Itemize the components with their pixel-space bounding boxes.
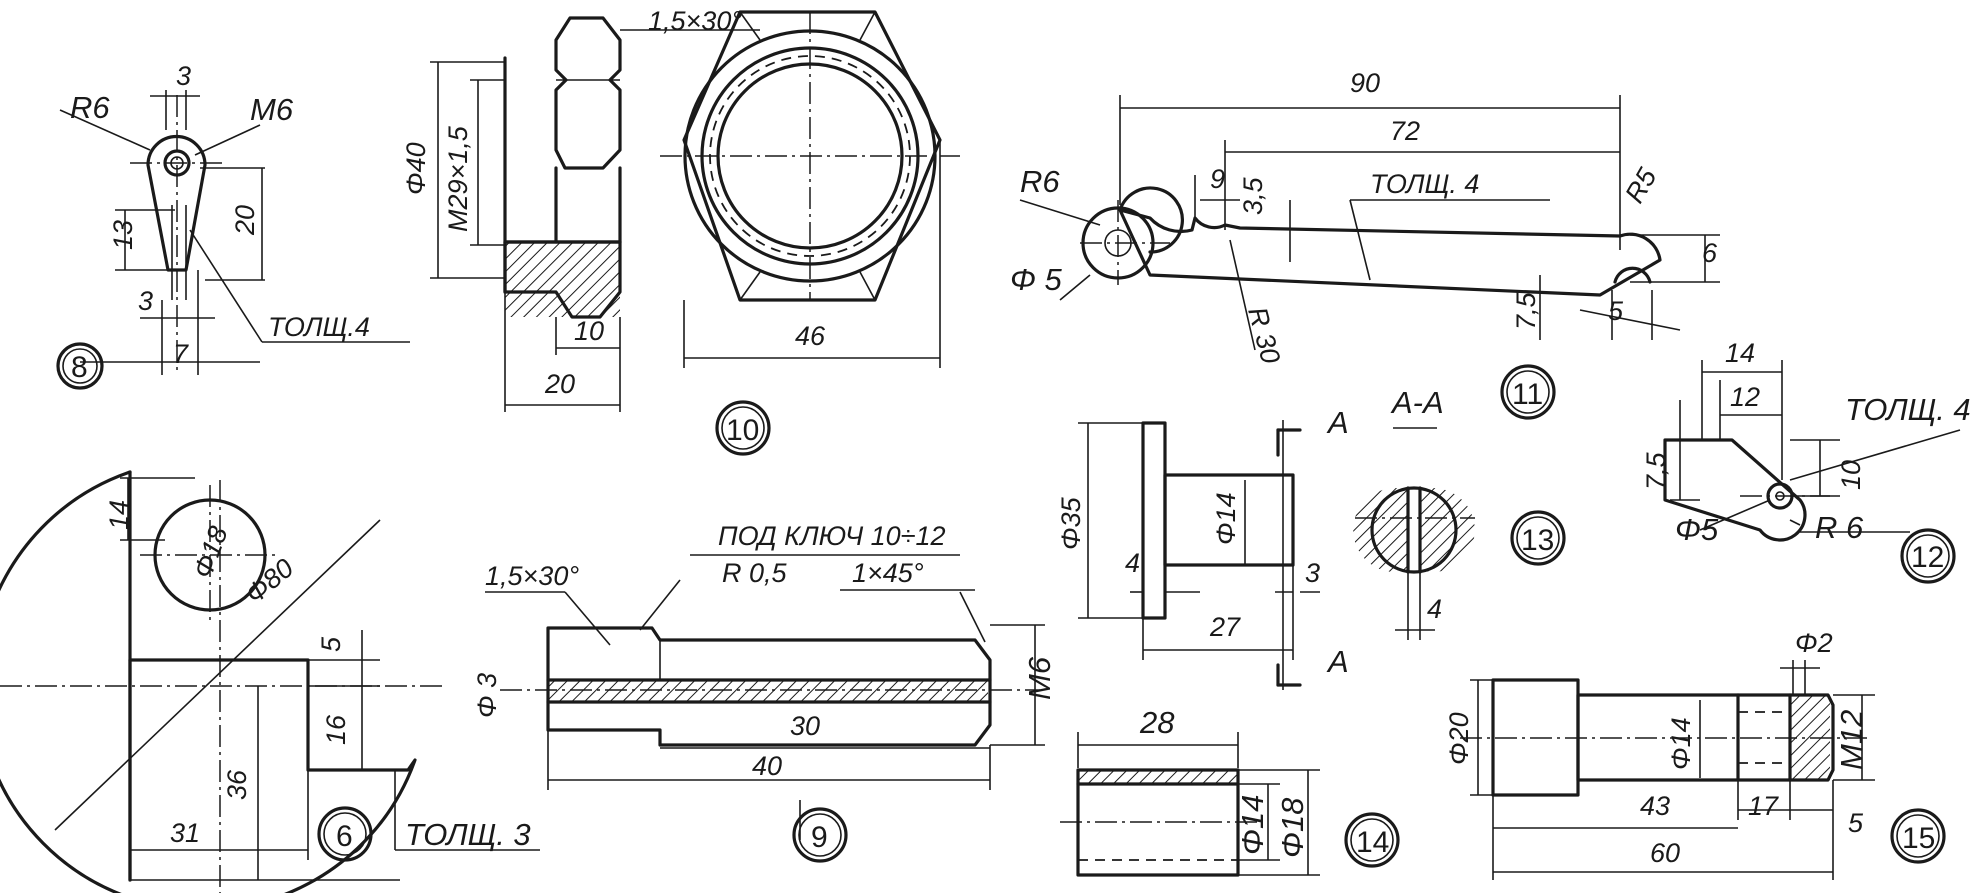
p11-thickness: ТОЛЩ. 4 [1370, 169, 1479, 199]
p9-part-number: 9 [811, 821, 828, 854]
p8-thickness: ТОЛЩ.4 [268, 312, 370, 342]
p6-dim-14: 14 [104, 500, 134, 530]
p12-dim-phi5: Φ5 [1675, 512, 1719, 547]
p6-dim-5: 5 [316, 636, 346, 652]
p11-part-number: 11 [1512, 378, 1543, 411]
p8-dim-7: 7 [173, 339, 189, 369]
p10-part-number: 10 [726, 414, 759, 447]
p11-dim-6: 6 [1702, 238, 1718, 268]
p10-chamfer: 1,5×30° [648, 6, 742, 36]
p9-dim-phi3: Φ 3 [472, 673, 502, 718]
p14-dim-phi14: Φ14 [1235, 795, 1270, 855]
p8-dim-w3: 3 [138, 286, 153, 316]
p11-dim-90: 90 [1350, 68, 1380, 98]
p8-dim-r6: R6 [70, 90, 110, 125]
p13-section-arrow-top: A [1326, 405, 1349, 440]
part-11-drawing [1019, 95, 1720, 420]
p15-part-number: 15 [1902, 822, 1935, 855]
p14-dim-28: 28 [1139, 705, 1175, 740]
p9-chamfer-2: 1×45° [852, 558, 924, 588]
p10-dim-d40: Φ40 [401, 142, 431, 195]
p6-dim-16: 16 [321, 714, 351, 745]
p8-dim-13: 13 [108, 220, 138, 250]
p10-dim-10: 10 [574, 316, 604, 346]
p8-dim-20: 20 [230, 205, 260, 236]
p13-dim-phi14: Φ14 [1211, 492, 1241, 545]
p6-dim-36: 36 [222, 769, 252, 800]
p8-part-number: 8 [71, 351, 88, 384]
p12-dim-7-5: 7,5 [1641, 451, 1671, 490]
p6-dim-phi18: Φ18 [187, 522, 233, 582]
p14-part-number: 14 [1356, 826, 1389, 859]
p15-dim-m12: M12 [1834, 710, 1869, 770]
p13-section-dim-4: 4 [1427, 594, 1442, 624]
p12-dim-14: 14 [1725, 338, 1755, 368]
p10-dim-46: 46 [795, 321, 826, 351]
p13-section-label: A-A [1390, 385, 1444, 420]
p15-dim-5: 5 [1848, 808, 1864, 838]
p15-dim-43: 43 [1640, 791, 1670, 821]
p15-dim-phi14: Φ14 [1666, 717, 1696, 770]
part-15-drawing [1460, 660, 1946, 880]
part-13-drawing [1078, 420, 1566, 690]
part-12-drawing [1663, 360, 1961, 584]
p13-section-arrow-bottom: A [1326, 644, 1349, 679]
p12-dim-10: 10 [1836, 460, 1866, 490]
p15-dim-phi20: Φ20 [1444, 712, 1474, 765]
p13-part-number: 13 [1521, 524, 1554, 557]
p12-dim-r6: R 6 [1815, 510, 1864, 545]
part-6-drawing [0, 470, 540, 893]
p15-dim-phi2: Φ2 [1795, 628, 1833, 658]
p15-dim-60: 60 [1650, 838, 1680, 868]
p14-dim-phi18: Φ18 [1275, 797, 1310, 858]
p12-thickness: ТОЛЩ. 4 [1845, 392, 1971, 427]
part-14-drawing [1060, 732, 1400, 877]
p11-dim-5: 5 [1608, 296, 1624, 326]
p11-dim-r30: R 30 [1242, 304, 1286, 367]
p12-part-number: 12 [1911, 541, 1944, 574]
p12-dim-12: 12 [1730, 382, 1760, 412]
part-8-drawing [56, 90, 410, 390]
p13-dim-phi35: Φ35 [1056, 496, 1086, 550]
p13-dim-27: 27 [1209, 612, 1241, 642]
p11-dim-r5: R5 [1619, 162, 1663, 208]
p11-dim-72: 72 [1390, 116, 1420, 146]
p9-dim-m6: M6 [1022, 656, 1057, 700]
part-10-drawing [430, 10, 960, 456]
p10-thread: M29×1,5 [443, 125, 473, 232]
p15-dim-17: 17 [1748, 791, 1779, 821]
p13-dim-4: 4 [1125, 548, 1140, 578]
p13-dim-3: 3 [1305, 558, 1320, 588]
p9-dim-30: 30 [790, 711, 820, 741]
p8-dim-m6: M6 [250, 92, 294, 127]
p11-dim-7-5: 7,5 [1511, 291, 1541, 330]
p6-dim-phi80: Φ80 [240, 553, 300, 610]
p11-dim-9: 9 [1210, 164, 1225, 194]
p9-dim-r05: R 0,5 [722, 558, 788, 588]
p11-dim-3-5: 3,5 [1238, 176, 1268, 215]
p9-chamfer-1: 1,5×30° [485, 561, 579, 591]
p11-dim-r6: R6 [1020, 164, 1060, 199]
p6-thickness: ТОЛЩ. 3 [405, 817, 531, 852]
p9-key-note: ПОД КЛЮЧ 10÷12 [718, 521, 946, 551]
p11-dim-phi5: Φ 5 [1010, 262, 1063, 297]
part-9-drawing [485, 554, 1045, 863]
p10-dim-20: 20 [544, 369, 575, 399]
p9-dim-40: 40 [752, 751, 782, 781]
p6-dim-31: 31 [170, 818, 200, 848]
p8-dim-3: 3 [176, 61, 191, 91]
p6-part-number: 6 [336, 820, 353, 853]
